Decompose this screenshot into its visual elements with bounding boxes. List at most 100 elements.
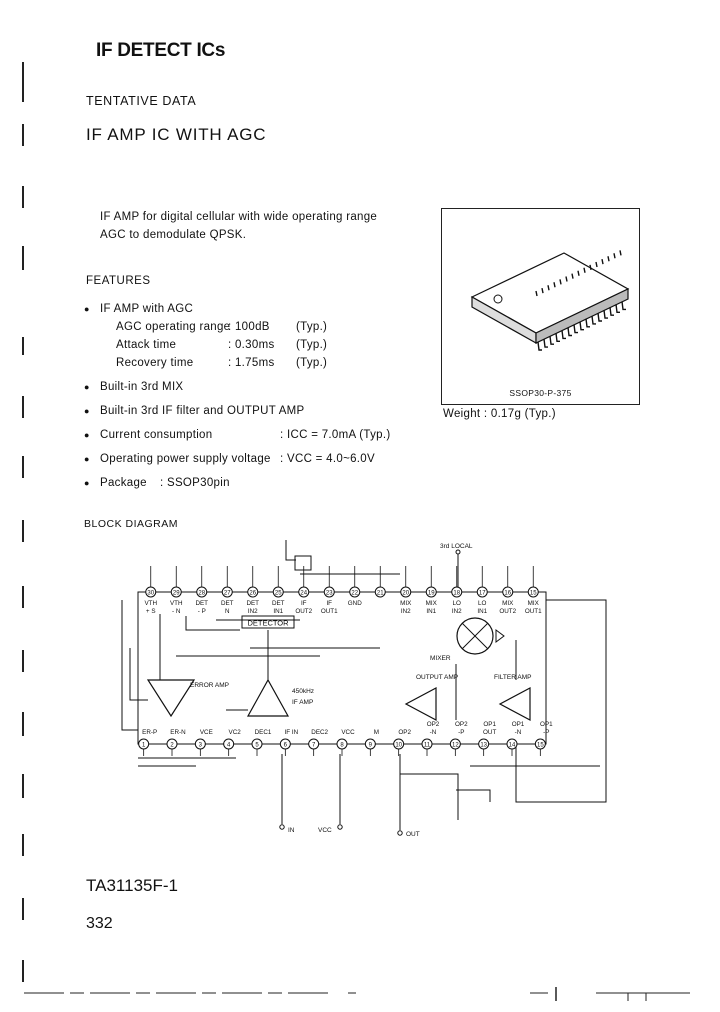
pin-label: DET (246, 600, 259, 607)
pin-label: IF (301, 600, 307, 607)
package-lead (555, 333, 560, 342)
mixer-block (456, 617, 494, 655)
pin-number: 24 (300, 591, 307, 597)
bullet-icon: ● (84, 454, 90, 464)
pin-label: VCE (200, 729, 213, 736)
pin-label: DET (221, 600, 234, 607)
if-amp-block (246, 678, 290, 717)
pin-label: IN2 (401, 608, 411, 615)
pin-circle (374, 586, 386, 598)
pin-number: 2 (170, 743, 174, 749)
pin-number: 10 (395, 743, 402, 749)
package-caption: SSOP30-P-375 (509, 388, 572, 398)
pin-label: VC2 (229, 729, 242, 736)
pin-label: IN1 (426, 608, 436, 615)
pin-number: 12 (452, 743, 459, 749)
margin-mark (22, 246, 24, 270)
block-diagram-heading: BLOCK DIAGRAM (84, 518, 179, 530)
pin-label: VTH (170, 600, 183, 607)
margin-mark (22, 586, 24, 608)
bullet-icon: ● (84, 304, 90, 314)
pin-label: IF IN (285, 729, 299, 736)
pin-number: 15 (537, 743, 544, 749)
pin-number: 15 (530, 591, 537, 597)
detector-label: DETECTOR (247, 619, 289, 628)
margin-mark (22, 834, 24, 856)
pin-number: 25 (275, 591, 282, 597)
package-lead (601, 258, 604, 265)
pin-label: IN1 (477, 608, 487, 615)
package-lead (535, 290, 538, 297)
pin-circle (425, 586, 437, 598)
package-lead (597, 312, 602, 322)
pin-label: DEC1 (255, 729, 272, 736)
pin-label: OUT1 (525, 608, 542, 615)
pin-label: OUT2 (295, 608, 312, 615)
pin-label: LO (478, 600, 487, 607)
margin-mark (22, 650, 24, 672)
pin-label: OUT (483, 729, 496, 736)
part-number: TA31135F-1 (86, 876, 178, 895)
package-lead (591, 315, 596, 325)
page-title: IF DETECT ICs (96, 40, 226, 61)
pin-circle (221, 586, 233, 598)
features-heading: FEATURES (86, 275, 151, 287)
pin-label: N (225, 608, 230, 615)
pin-label: ER-N (170, 729, 186, 736)
pin-label: -N (430, 729, 437, 736)
detector-block (241, 615, 295, 629)
pin-label: ER-P (142, 729, 157, 736)
package-lead (549, 336, 554, 345)
bullet-icon: ● (84, 478, 90, 488)
margin-mark (22, 774, 24, 798)
pin-label: OP1 (483, 721, 496, 728)
page-number: 332 (86, 915, 113, 932)
pin-circle (298, 586, 310, 598)
margin-mark (22, 898, 24, 920)
pin-circle (323, 586, 335, 598)
filter-amp-label: FILTER AMP (494, 674, 531, 681)
package-lead (543, 339, 548, 348)
output-amp-block (404, 687, 437, 721)
margin-mark (22, 124, 24, 146)
pin-circle (502, 586, 514, 598)
pin-number: 17 (479, 591, 486, 597)
package-lead (561, 330, 566, 340)
margin-mark (22, 712, 24, 736)
margin-mark (22, 960, 24, 982)
pin-label: IF (326, 600, 332, 607)
footer-rule (24, 987, 690, 1001)
pin-label: IN1 (273, 608, 283, 615)
pin-label: MIX (528, 600, 540, 607)
pin-number: 23 (326, 591, 333, 597)
pin-label: OP1 (540, 721, 553, 728)
bullet-icon: ● (84, 382, 90, 392)
pin-label: - P (198, 608, 206, 615)
pin-label: -P (458, 729, 464, 736)
pin-number: 28 (198, 591, 205, 597)
pin-number: 1 (142, 743, 146, 749)
pin-circle (476, 586, 488, 598)
pin-number: 5 (255, 743, 259, 749)
if-amp-label-1: 450kHz (292, 688, 314, 695)
bullet-icon: ● (84, 430, 90, 440)
local-label: 3rd LOCAL (440, 543, 473, 550)
package-lead (559, 279, 562, 285)
package-lead (619, 250, 622, 256)
package-lead (595, 261, 598, 268)
block-diagram: DETECTOR ERROR AMP 450kHz IF AMP MIXER O… (121, 540, 607, 838)
pin-circle (145, 586, 157, 598)
margin-mark (22, 186, 24, 208)
pin-number: 4 (227, 743, 231, 749)
description-line: IF AMP for digital cellular with wide op… (100, 211, 378, 223)
pin-label: MIX (426, 600, 438, 607)
pin-label: MIX (400, 600, 412, 607)
pin-number: 20 (402, 591, 409, 597)
pin-label: IN2 (248, 608, 258, 615)
pin-label: OUT2 (499, 608, 516, 615)
pin-label: M (374, 729, 379, 736)
out-terminal: OUT (406, 831, 420, 838)
pin-number: 7 (312, 743, 316, 749)
pin-label: OP1 (512, 721, 525, 728)
pin-circle (400, 586, 412, 598)
